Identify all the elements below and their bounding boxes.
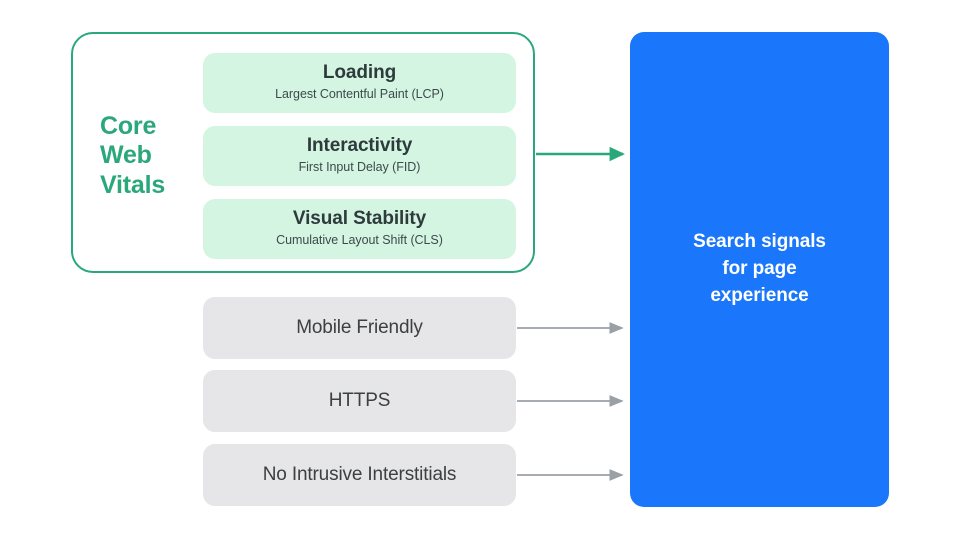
- vital-card-subtitle: Cumulative Layout Shift (CLS): [276, 233, 443, 248]
- vital-card-subtitle: Largest Contentful Paint (LCP): [275, 87, 444, 102]
- vital-card-loading[interactable]: Loading Largest Contentful Paint (LCP): [203, 53, 516, 113]
- search-signals-panel-label: Search signals for page experience: [693, 231, 826, 306]
- signal-card-mobile-friendly[interactable]: Mobile Friendly: [203, 297, 516, 359]
- vital-card-subtitle: First Input Delay (FID): [298, 160, 421, 175]
- vital-card-title: Loading: [322, 62, 397, 84]
- core-web-vitals-label-line-3: Vitals: [100, 170, 166, 199]
- core-web-vitals-label-line-2: Web: [100, 141, 152, 170]
- search-signals-panel[interactable]: Search signals for page experience: [630, 32, 889, 507]
- signal-card-https[interactable]: HTTPS: [203, 370, 516, 432]
- signal-card-label: HTTPS: [328, 390, 391, 411]
- vital-card-visual-stability[interactable]: Visual Stability Cumulative Layout Shift…: [203, 199, 516, 259]
- signal-card-no-intrusive-interstitials[interactable]: No Intrusive Interstitials: [203, 444, 516, 506]
- signal-card-label: No Intrusive Interstitials: [262, 464, 457, 485]
- core-web-vitals-label-line-1: Core: [100, 112, 157, 140]
- core-web-vitals-label: Core Web Vitals: [100, 112, 192, 200]
- vital-card-interactivity[interactable]: Interactivity First Input Delay (FID): [203, 126, 516, 186]
- vital-card-title: Visual Stability: [292, 208, 427, 230]
- signal-card-label: Mobile Friendly: [296, 317, 423, 338]
- vital-card-title: Interactivity: [306, 135, 413, 157]
